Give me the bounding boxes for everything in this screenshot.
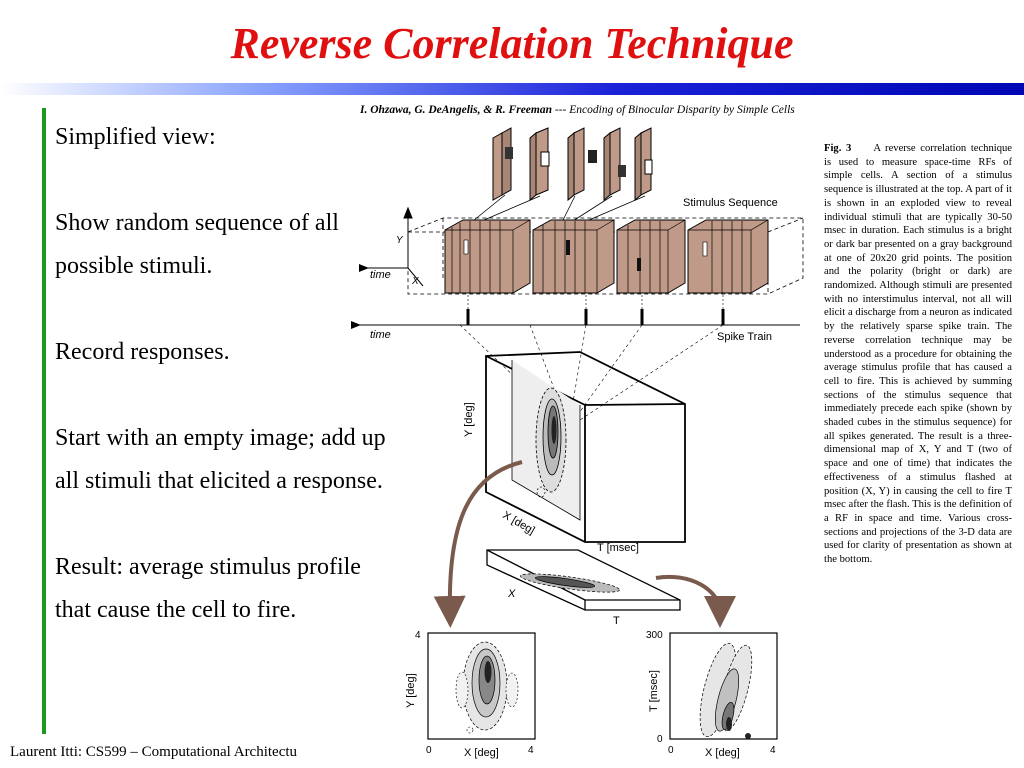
plot1-xmax: 4 [528,745,534,756]
plot1-ylabel: Y [deg] [405,673,417,708]
stimulus-frame-2 [530,128,549,200]
plot2-ymax: 300 [646,630,663,641]
stimulus-sequence-group: Stimulus Sequence [468,128,778,226]
stimulus-block-3 [617,220,685,293]
plot2-xmin: 0 [668,745,674,756]
stimulus-block-2 [533,220,614,293]
plot2-xlabel: X [deg] [705,747,740,759]
stimulus-sequence-label: Stimulus Sequence [683,197,778,209]
spike-train-group: time Spike Train [360,295,800,420]
plot2-xmax: 4 [770,745,776,756]
cube-t-label: T [msec] [597,542,639,554]
stimulus-frame-3 [568,128,597,200]
slab-t-label: T [613,615,620,627]
slab-x-label: X [507,588,516,600]
xt-projection-plot: 300 0 0 4 X [deg] T [msec] [646,630,777,759]
stack-time-label: time [370,269,391,281]
plot1-ymax: 4 [415,630,421,641]
stimulus-frame-1 [493,128,513,200]
plot2-ymin: 0 [657,734,663,745]
spike-time-label: time [370,329,391,341]
xy-projection-plot: 4 0 4 X [deg] Y [deg] [405,630,535,759]
right-projection-arrow [656,577,720,612]
spike-train-label: Spike Train [717,331,772,343]
plot1-xmin: 0 [426,745,432,756]
cube-x-label: X [deg] [501,509,537,537]
stimulus-stack-group: Y time X [368,208,803,294]
stimulus-frame-4 [604,128,626,200]
stimulus-frame-5 [635,128,652,200]
y-axis-label: Y [396,235,404,246]
plot1-xlabel: X [deg] [464,747,499,759]
x-axis-label: X [411,276,419,287]
plot2-ylabel: T [msec] [648,670,660,712]
stimulus-block-4 [688,220,768,293]
rf-slab-group: X T [487,550,680,627]
rf-cube-group: Y [deg] X [deg] T [msec] [463,352,685,554]
stimulus-block-1 [445,220,530,293]
cube-y-label: Y [deg] [463,402,475,437]
